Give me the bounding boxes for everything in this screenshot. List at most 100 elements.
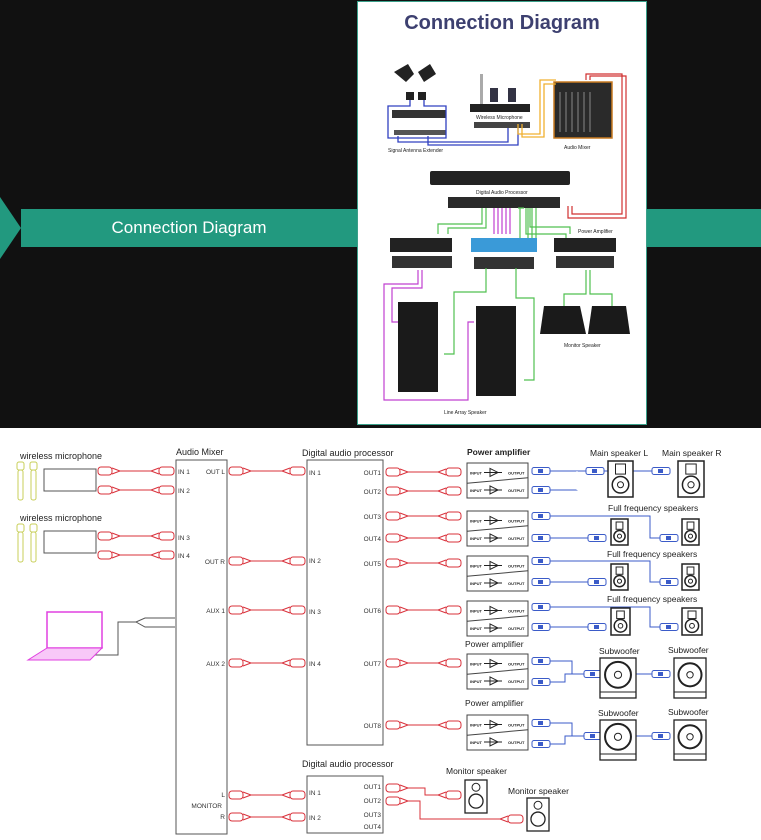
xlr-body (385, 511, 401, 521)
dsp-out-8: OUT8 (364, 723, 382, 730)
xlr-tip (399, 721, 410, 729)
poster-label-line-array: Line Array Speaker (444, 410, 487, 416)
mic-body (30, 531, 37, 563)
speakon-pin (538, 469, 543, 473)
xlr-body (445, 533, 462, 543)
xlr-tip (149, 467, 160, 475)
speakon-pin (666, 580, 671, 584)
xlr-plug-icon (97, 466, 122, 476)
xlr-body (158, 550, 175, 560)
monitor-speaker-icon (464, 779, 488, 814)
xlr-tip (111, 486, 122, 494)
speakon-pin (666, 625, 671, 629)
speakon-pin (538, 659, 543, 663)
sub-cap (686, 671, 694, 679)
woofer-cap (617, 481, 624, 489)
xlr-plug-icon (280, 658, 306, 668)
xlr-body (289, 790, 306, 800)
xlr-tip (436, 534, 447, 542)
speakon-pin (592, 469, 597, 473)
poster-label-mixer: Audio Mixer (564, 145, 591, 151)
sub-woofer (604, 722, 632, 751)
cable (408, 787, 438, 796)
xlr-plug-icon (436, 658, 462, 668)
amp-label-3: Power amplifier (465, 698, 524, 708)
amp-divider (466, 668, 529, 675)
amp-output-text: OUTPUT (508, 608, 525, 613)
xlr-body (158, 531, 175, 541)
woofer-cap (687, 578, 694, 584)
monitor-speaker-label-2: Monitor speaker (508, 786, 569, 796)
amplifier-triangle-icon (484, 605, 502, 616)
dsp2-in-2: IN 2 (309, 815, 321, 822)
tweeter (615, 566, 624, 575)
xlr-plug-icon (385, 783, 410, 793)
woofer (613, 574, 626, 588)
tweeter (615, 463, 626, 475)
woofer (681, 475, 701, 495)
amplifier-triangle-icon (484, 676, 502, 686)
amplifier-triangle-icon (484, 737, 502, 747)
sub-cap (686, 733, 694, 741)
dsp-main-title: Digital audio processor (302, 448, 394, 458)
speaker-cabinet (610, 563, 629, 591)
amp-output-text: OUTPUT (508, 581, 525, 586)
xlr-body (228, 556, 244, 566)
amp-input-text: INPUT (470, 722, 483, 727)
full-range-speaker-icon (681, 518, 700, 546)
monitor-tweeter (471, 782, 481, 792)
xlr-plug-icon (436, 558, 462, 568)
speakon-pin (538, 680, 543, 684)
full-range-speaker-icon (610, 607, 631, 636)
full-freq-label-1: Full frequency speakers (608, 503, 698, 513)
full-freq-label-2: Full frequency speakers (607, 549, 697, 559)
poster-label-amp: Power Amplifier (578, 229, 613, 235)
amp-output-text: OUTPUT (508, 740, 525, 745)
amp-label-2: Power amplifier (465, 639, 524, 649)
amp-output-text: OUTPUT (508, 722, 525, 727)
monitor-speaker-label-1: Monitor speaker (446, 766, 507, 776)
xlr-plug-icon (149, 531, 175, 541)
dsp-out-6: OUT6 (364, 608, 382, 615)
amp-input-text: INPUT (470, 581, 483, 586)
cable (550, 515, 660, 539)
amp-divider (466, 477, 529, 484)
xlr-tip (149, 532, 160, 540)
woofer-cap (616, 533, 623, 539)
speakon-plug-icon (587, 578, 607, 586)
tweeter (686, 566, 695, 575)
mixer-in-4: IN 4 (178, 553, 190, 560)
mic-body (17, 531, 24, 563)
mixer-aux-2: AUX 2 (206, 661, 225, 668)
dsp-out-5: OUT5 (364, 561, 382, 568)
dsp2-out-2: OUT2 (364, 798, 382, 805)
speakon-plug-icon (531, 678, 551, 686)
dsp-monitor-box (306, 775, 384, 834)
mixer-in-3: IN 3 (178, 535, 190, 542)
subwoofer-label-1: Subwoofer (599, 646, 640, 656)
full-range-speaker-icon (681, 563, 700, 591)
mic-head (16, 523, 25, 533)
amplifier-triangle-icon (484, 623, 502, 633)
tweeter (686, 521, 695, 530)
xlr-body (289, 658, 306, 668)
xlr-tip (149, 486, 160, 494)
speakon-plug-icon (583, 670, 603, 678)
speakon-plug-icon (651, 670, 671, 678)
subwoofer-icon (599, 657, 637, 699)
mic-head (16, 461, 25, 471)
xlr-tip (242, 557, 253, 565)
tweeter (616, 610, 625, 620)
sub-cap (613, 670, 623, 679)
xlr-body (228, 466, 244, 476)
speakon-pin (538, 580, 543, 584)
xlr-plug-icon (228, 556, 253, 566)
cable (550, 660, 584, 675)
xlr-plug-icon (228, 790, 253, 800)
xlr-plug-icon (228, 605, 253, 615)
speakon-pin (538, 742, 543, 746)
xlr-tip (436, 791, 447, 799)
